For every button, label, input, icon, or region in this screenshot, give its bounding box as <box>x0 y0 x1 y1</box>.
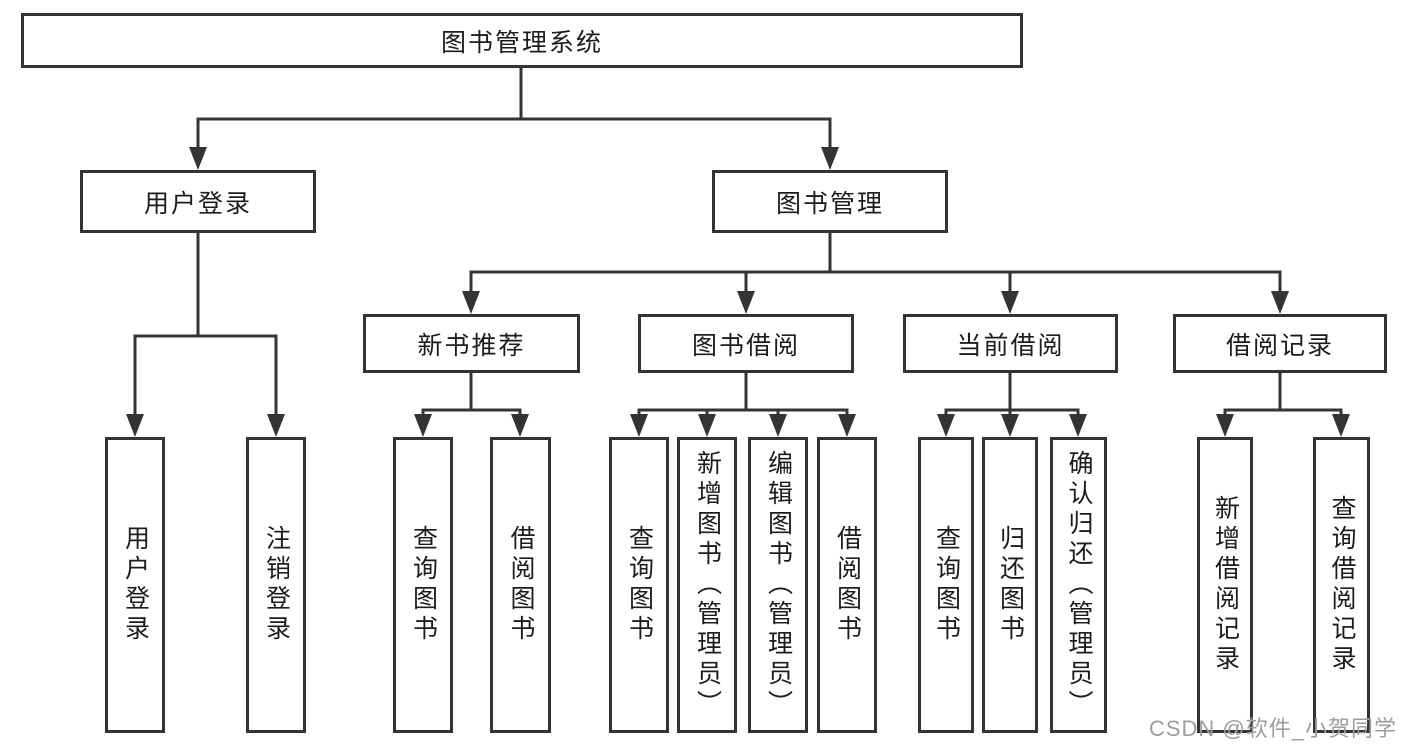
leaf-query-books-recommend: 查询图书 <box>393 437 453 733</box>
leaf-query-books-borrow: 查询图书 <box>609 437 669 733</box>
connector-user-login <box>126 231 285 437</box>
leaf-add-books-admin: 新增图书（管理员） <box>677 437 737 733</box>
node-book-management: 图书管理 <box>712 170 948 233</box>
connector-root <box>189 66 839 170</box>
leaf-confirm-return-admin: 确认归还（管理员） <box>1050 437 1107 733</box>
node-user-login: 用户登录 <box>80 170 316 233</box>
connector-borrow-records <box>1216 371 1350 437</box>
leaf-borrow-books-borrow: 借阅图书 <box>817 437 877 733</box>
node-current-borrow: 当前借阅 <box>903 314 1118 373</box>
leaf-edit-books-admin: 编辑图书（管理员） <box>748 437 808 733</box>
connector-book-borrow <box>630 371 856 437</box>
watermark-text: CSDN @软件_小贺同学 <box>1148 716 1397 741</box>
connector-new-book <box>414 371 529 437</box>
leaf-query-books-current: 查询图书 <box>918 437 974 733</box>
leaf-return-books: 归还图书 <box>982 437 1038 733</box>
leaf-logout-login: 注销登录 <box>246 437 306 733</box>
leaf-query-borrow-record: 查询借阅记录 <box>1313 437 1370 733</box>
node-new-book-recommend: 新书推荐 <box>363 314 580 373</box>
node-borrow-records: 借阅记录 <box>1173 314 1387 373</box>
node-book-borrow: 图书借阅 <box>638 314 854 373</box>
node-library-system: 图书管理系统 <box>21 13 1023 68</box>
connector-book-management <box>462 231 1289 314</box>
connector-current-borrow <box>937 371 1087 437</box>
leaf-user-login: 用户登录 <box>105 437 165 733</box>
leaf-add-borrow-record: 新增借阅记录 <box>1197 437 1253 733</box>
leaf-borrow-books-recommend: 借阅图书 <box>490 437 551 733</box>
